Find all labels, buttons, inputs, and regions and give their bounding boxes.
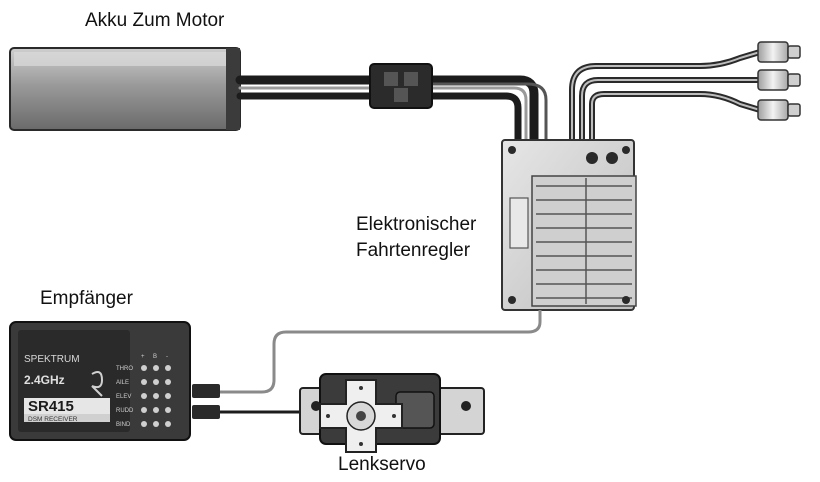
receiver-channel-rudd: RUDD <box>116 408 134 414</box>
motor-plug-1 <box>757 41 801 63</box>
battery <box>9 47 241 131</box>
esc-signal-wire <box>218 310 542 394</box>
receiver-label: Empfänger <box>40 288 133 309</box>
motor-wires <box>569 49 763 155</box>
esc-label-line2: Fahrtenregler <box>356 240 471 261</box>
receiver-brand: SPEKTRUM <box>24 354 80 365</box>
receiver-channel-aile: AILE <box>116 380 129 386</box>
motor-plug-2 <box>757 69 801 91</box>
motor-plug-3 <box>757 99 801 121</box>
servo-label: Lenkservo <box>338 454 426 475</box>
receiver-model: SR415 <box>28 398 74 415</box>
battery-connector <box>369 63 433 109</box>
receiver: SPEKTRUM 2.4GHz SR415 DSM RECEIVER + B -… <box>9 321 191 441</box>
servo-signal-plug <box>192 405 220 419</box>
receiver-subtitle: DSM RECEIVER <box>28 416 78 423</box>
battery-lead-wires <box>235 75 548 155</box>
battery-label: Akku Zum Motor <box>85 10 225 31</box>
receiver-channel-thro: THRO <box>116 366 133 372</box>
receiver-pin-b: B <box>153 354 157 360</box>
servo-horn <box>319 379 403 453</box>
receiver-band: 2.4GHz <box>24 373 65 387</box>
esc <box>501 139 637 311</box>
receiver-channel-elev: ELEV <box>116 394 131 400</box>
receiver-channel-bind: BIND <box>116 422 131 428</box>
esc-signal-plug <box>192 384 220 398</box>
esc-label-line1: Elektronischer <box>356 214 477 235</box>
receiver-pin-minus: - <box>166 354 168 360</box>
servo <box>299 373 485 453</box>
receiver-pin-plus: + <box>141 354 145 360</box>
